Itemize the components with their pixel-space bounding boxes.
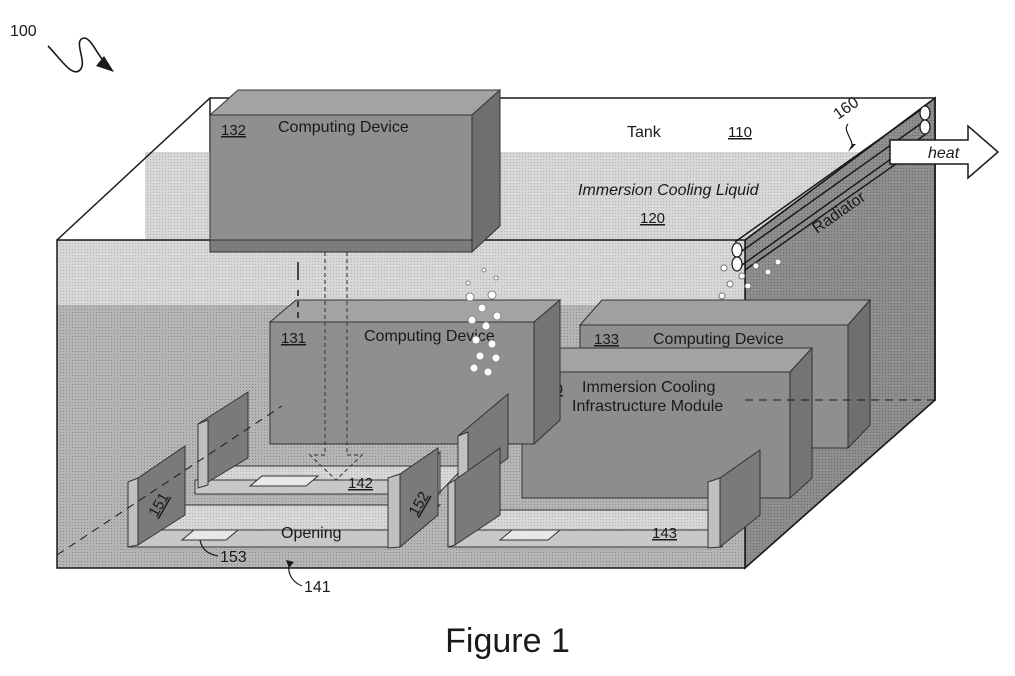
computing-device-131: 131 Computing Device bbox=[268, 298, 562, 446]
svg-text:120: 120 bbox=[640, 210, 665, 227]
svg-text:Infrastructure Module: Infrastructure Module bbox=[572, 398, 723, 415]
svg-text:142: 142 bbox=[348, 475, 373, 492]
condensation-droplets bbox=[718, 258, 782, 300]
svg-text:heat: heat bbox=[928, 145, 960, 162]
svg-text:131: 131 bbox=[281, 330, 306, 347]
vapor-bubbles bbox=[465, 267, 502, 377]
heat-arrow: heat bbox=[889, 124, 1000, 180]
svg-text:133: 133 bbox=[594, 331, 619, 348]
svg-text:153: 153 bbox=[220, 549, 247, 566]
svg-text:Tank: Tank bbox=[627, 124, 662, 141]
slot-143: 143 bbox=[446, 392, 761, 549]
slot-ref-141: 141 bbox=[286, 560, 331, 596]
figure-caption: Figure 1 bbox=[445, 622, 570, 660]
svg-text:100: 100 bbox=[10, 23, 37, 40]
computing-device-132: 132 Computing Device bbox=[208, 88, 502, 254]
svg-text:Computing Device: Computing Device bbox=[278, 119, 409, 136]
svg-text:132: 132 bbox=[221, 122, 246, 139]
immersion-cooling-module-300: 300 Immersion Cooling Infrastructure Mod… bbox=[520, 346, 814, 500]
svg-text:143: 143 bbox=[652, 525, 677, 542]
svg-text:Immersion Cooling: Immersion Cooling bbox=[582, 379, 715, 396]
opening-ref-153: 153 bbox=[199, 539, 247, 566]
svg-text:Opening: Opening bbox=[281, 525, 342, 542]
liquid-label: Immersion Cooling Liquid 120 bbox=[578, 182, 760, 227]
tank-floor-dashed bbox=[56, 399, 935, 556]
svg-text:Computing Device: Computing Device bbox=[653, 331, 784, 348]
svg-text:Computing Device: Computing Device bbox=[364, 328, 495, 345]
figure-ref-100: 100 bbox=[10, 23, 114, 73]
tank-label: Tank 110 bbox=[627, 124, 752, 141]
svg-text:Immersion Cooling Liquid: Immersion Cooling Liquid bbox=[578, 182, 760, 199]
insertion-arrow bbox=[297, 252, 364, 481]
svg-text:110: 110 bbox=[728, 124, 752, 141]
svg-text:141: 141 bbox=[304, 579, 331, 596]
